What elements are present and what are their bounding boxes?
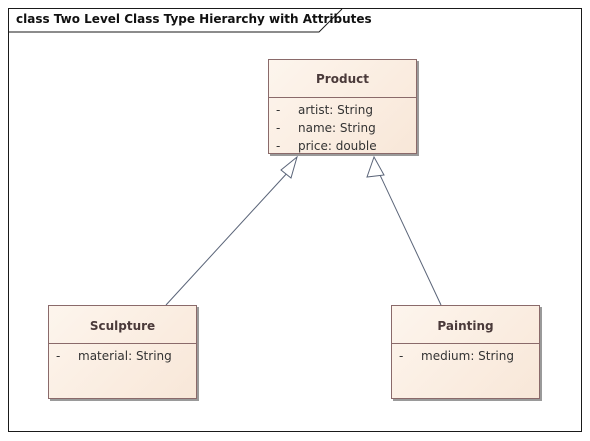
class-name-painting: Painting [437, 319, 494, 333]
generalization-sculpture-product[interactable] [165, 170, 290, 306]
generalization-painting-product[interactable] [379, 174, 442, 306]
diagram-title: class Two Level Class Type Hierarchy wit… [16, 12, 372, 26]
generalization-arrowhead-painting [366, 155, 385, 178]
class-name-product: Product [316, 72, 369, 86]
title-tab-shape [8, 8, 343, 33]
attribute-text: material: String [78, 349, 172, 363]
attribute-text: name: String [298, 121, 376, 135]
class-divider [269, 97, 416, 98]
class-name-sculpture: Sculpture [89, 319, 156, 333]
class-painting[interactable]: Painting - medium: String [391, 305, 540, 399]
visibility-marker: - [399, 349, 404, 363]
visibility-marker: - [276, 139, 281, 153]
attribute-text: price: double [298, 139, 377, 153]
visibility-marker: - [276, 103, 281, 117]
generalization-arrowhead-sculpture [280, 155, 298, 179]
visibility-marker: - [276, 121, 281, 135]
visibility-marker: - [56, 349, 61, 363]
attribute-text: medium: String [421, 349, 514, 363]
attribute-text: artist: String [298, 103, 373, 117]
class-product[interactable]: Product - artist: String - name: String … [268, 59, 417, 154]
class-divider [49, 343, 196, 344]
diagram-frame [8, 8, 582, 432]
class-sculpture[interactable]: Sculpture - material: String [48, 305, 197, 399]
class-divider [392, 343, 539, 344]
